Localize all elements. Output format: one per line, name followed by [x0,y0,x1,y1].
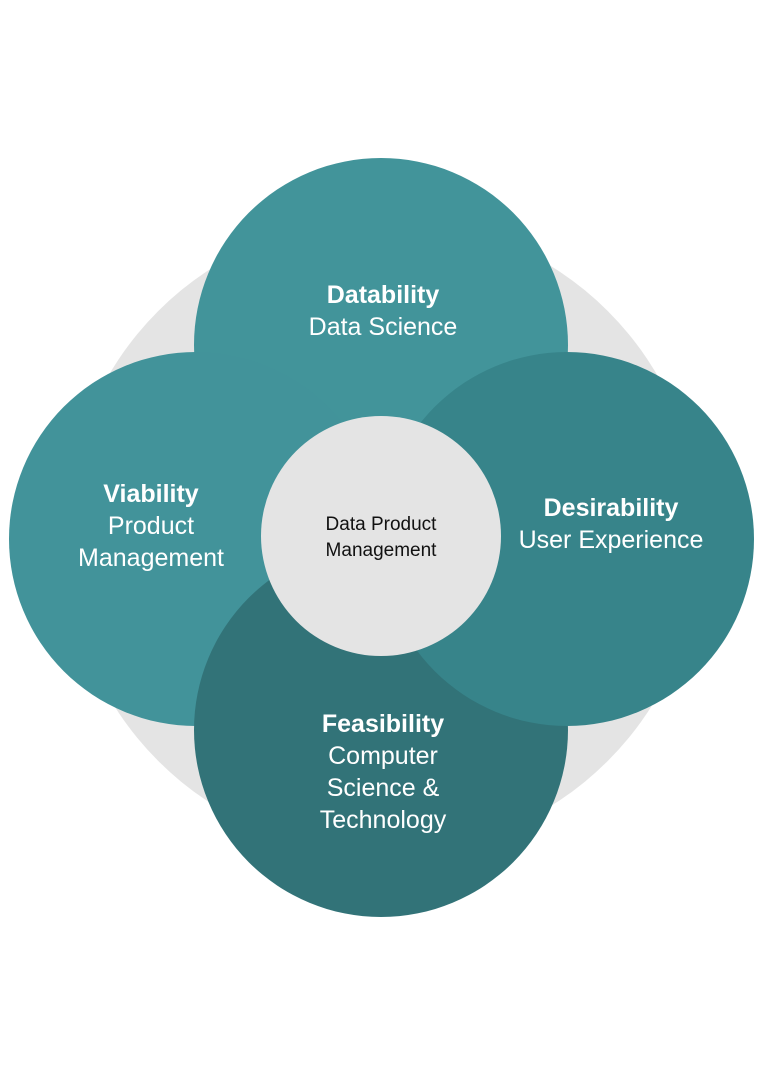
viability-line-1: Product [108,512,194,540]
center-line-1: Data Product [326,514,438,535]
center-line-2: Management [326,540,438,561]
viability-line-2: Management [78,544,224,572]
center-circle [261,416,501,656]
datability-subtitle: Data Science [309,313,458,341]
desirability-subtitle: User Experience [519,526,704,554]
viability-title: Viability [103,480,199,508]
feasibility-line-3: Technology [320,806,447,834]
desirability-circle [380,352,754,726]
feasibility-title: Feasibility [322,710,444,738]
feasibility-line-2: Science & [327,774,440,802]
desirability-title: Desirability [544,494,679,522]
datability-title: Datability [327,281,440,309]
feasibility-line-1: Computer [328,742,438,770]
